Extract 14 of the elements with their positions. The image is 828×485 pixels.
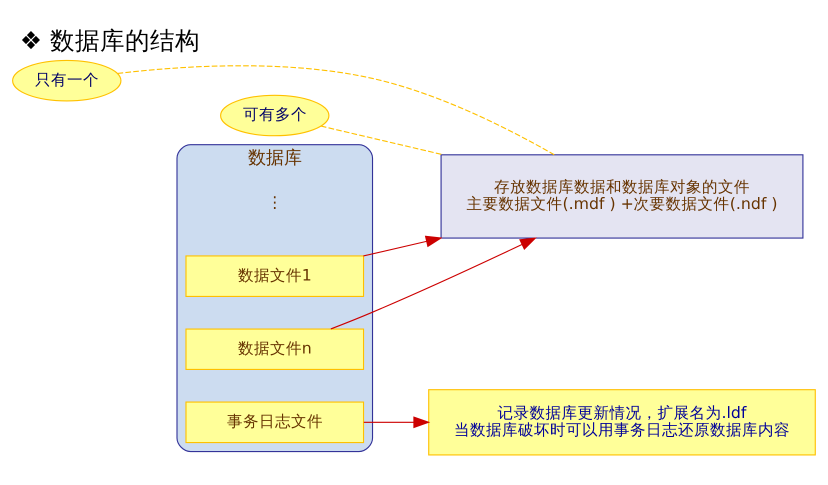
diagram-title: ❖ 数据库的结构	[20, 26, 200, 55]
node-box: 数据文件1	[185, 255, 364, 297]
node-box: 数据文件n	[185, 328, 364, 370]
arrow	[330, 237, 537, 330]
label: ⋮	[266, 192, 283, 212]
node-ellipse: 只有一个	[12, 60, 122, 102]
arrow	[363, 236, 443, 257]
connector	[118, 65, 555, 156]
connector	[320, 126, 444, 156]
node-box: 存放数据库数据和数据库对象的文件 主要数据文件(.mdf ) +次要数据文件(.ndf )	[440, 154, 804, 239]
node-ellipse: 可有多个	[220, 94, 330, 136]
node-box: 记录数据库更新情况，扩展名为.ldf 当数据库破坏时可以用事务日志还原数据库内容	[428, 389, 816, 456]
node-box: 事务日志文件	[185, 402, 364, 444]
arrow	[364, 416, 430, 428]
